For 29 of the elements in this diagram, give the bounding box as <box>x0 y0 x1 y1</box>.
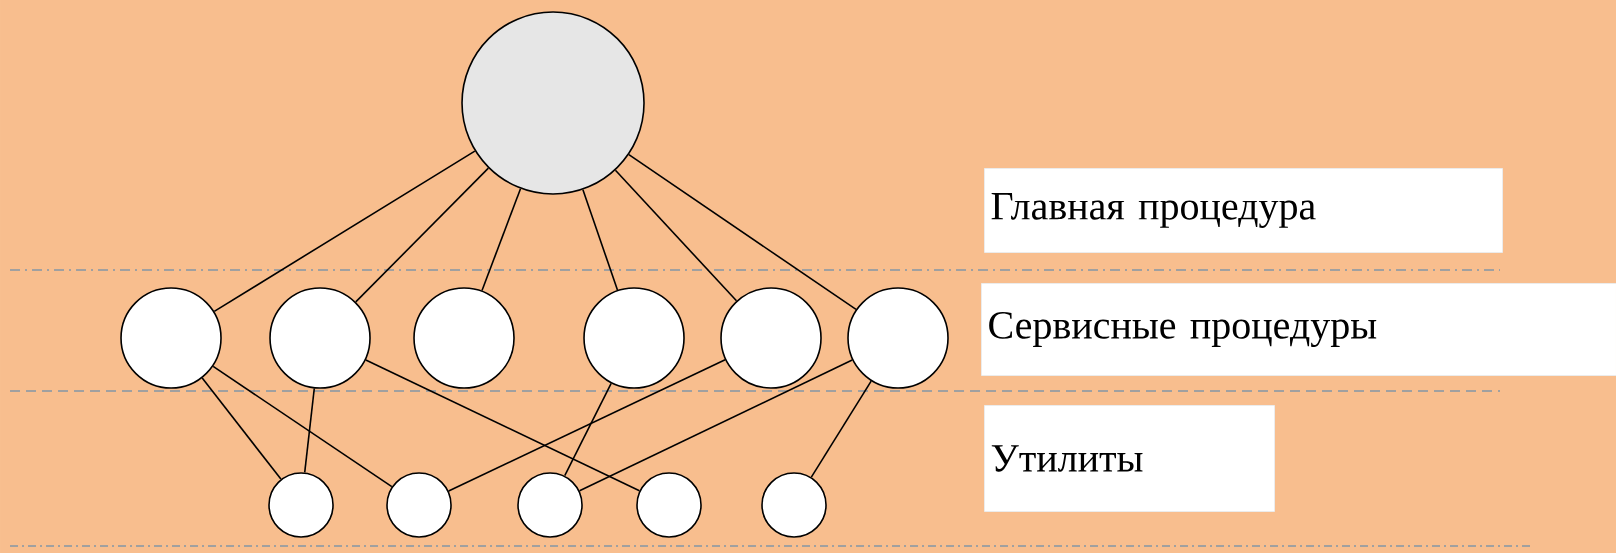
circle-node <box>268 472 334 538</box>
circle-node <box>583 287 685 389</box>
label-box: Утилиты <box>984 405 1275 512</box>
circle-node <box>720 287 822 389</box>
connector-line <box>354 167 490 303</box>
label-box: Сервисные процедуры <box>981 283 1616 376</box>
circle-node <box>461 11 645 195</box>
circle-node <box>517 472 583 538</box>
connector-line <box>213 150 476 313</box>
connector-line <box>201 377 282 480</box>
connector-line <box>628 153 857 311</box>
connector-line <box>578 359 853 492</box>
connector-line <box>303 387 316 474</box>
connector-line <box>582 189 619 291</box>
circle-node <box>636 472 702 538</box>
circle-node <box>120 287 222 389</box>
circle-node <box>269 287 371 389</box>
connector-line <box>563 382 612 477</box>
connector-line <box>212 365 393 488</box>
circle-node <box>847 287 949 389</box>
connector-line <box>481 188 522 292</box>
connector-line <box>365 359 641 492</box>
connector-line <box>810 380 872 478</box>
label-box: Главная процедура <box>984 168 1503 253</box>
circle-node <box>761 472 827 538</box>
circle-node <box>413 287 515 389</box>
connector-line <box>447 358 726 492</box>
connector-line <box>614 169 738 302</box>
circle-node <box>386 472 452 538</box>
